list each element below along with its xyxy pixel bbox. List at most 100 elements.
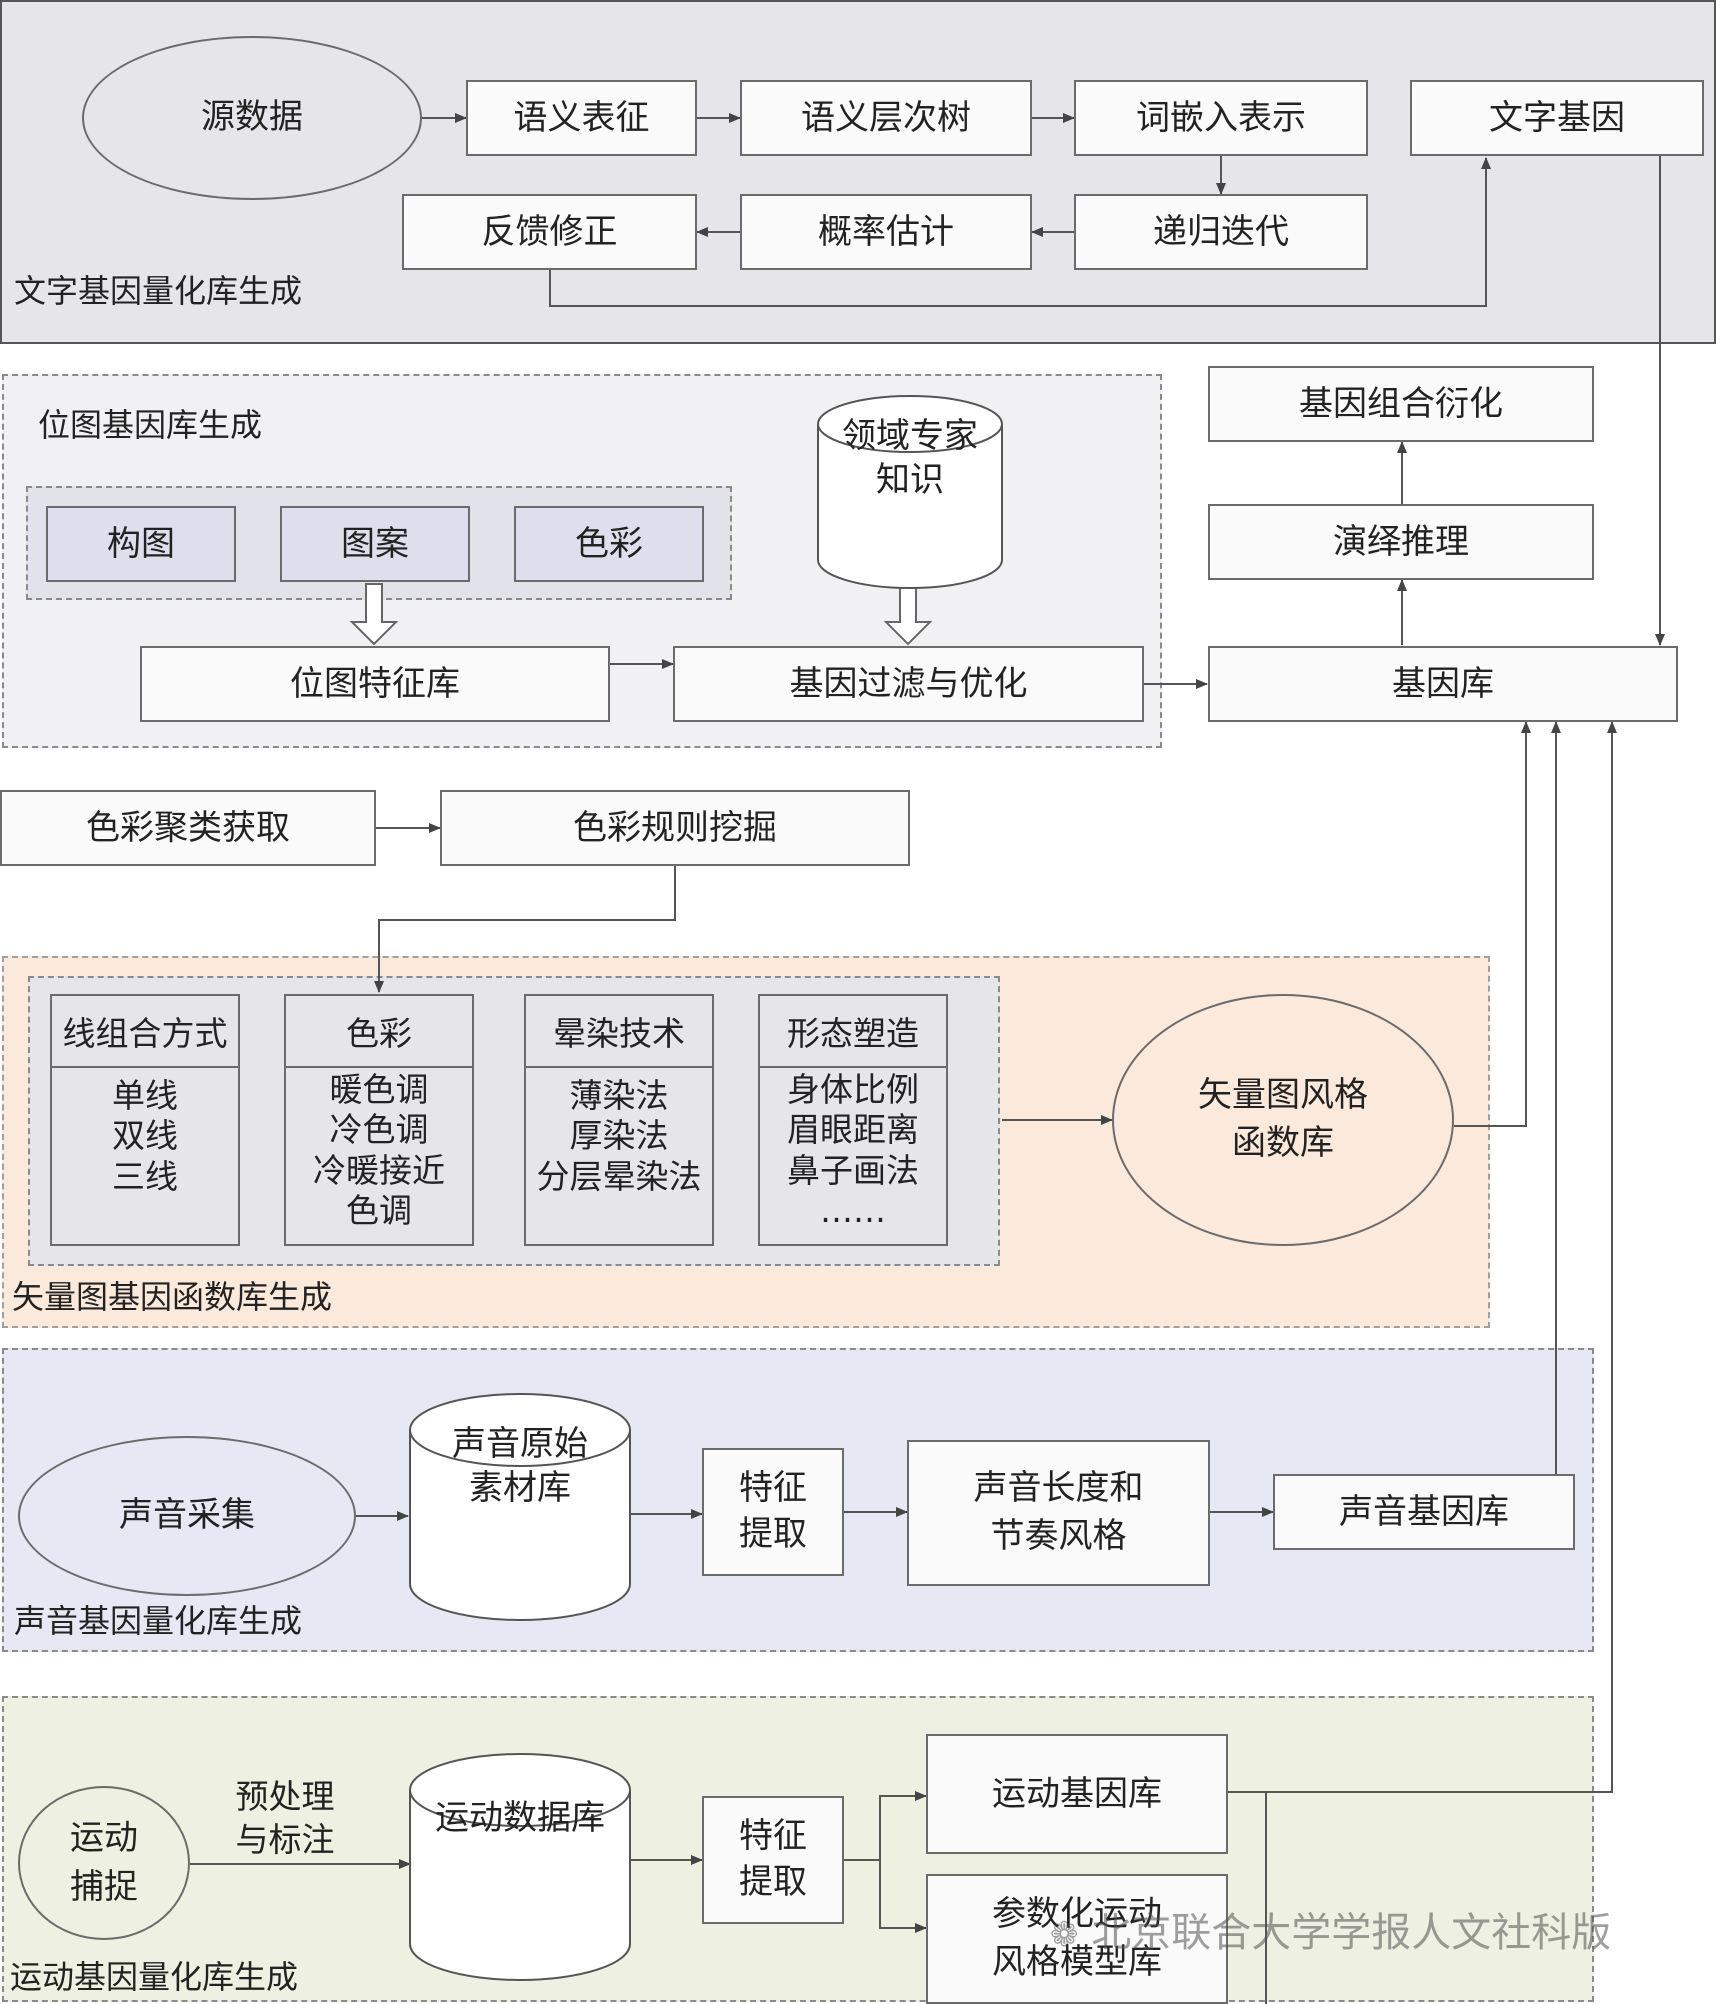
sound-rhythm-box: 声音长度和 节奏风格	[907, 1440, 1210, 1586]
arrow-motion-lib-to-gene-lib	[1228, 721, 1617, 1793]
sound-gene-lib-box: 声音基因库	[1273, 1474, 1575, 1550]
card-item: 色调	[346, 1190, 412, 1230]
expert-knowledge-cylinder	[817, 395, 1003, 589]
text-gene-box: 文字基因	[1410, 80, 1704, 156]
gene-lib-box: 基因库	[1208, 646, 1678, 722]
watermark: ❁ 北京联合大学学报人文社科版	[1050, 1900, 1611, 1958]
param-style-lib-line2: 风格模型库	[992, 1942, 1162, 1982]
motion-capture-line2: 捕捉	[70, 1867, 138, 1907]
motion-db-text: 运动数据库	[435, 1798, 605, 1838]
gene-combination-label: 基因组合衍化	[1299, 383, 1503, 424]
word-embedding-box: 词嵌入表示	[1074, 80, 1368, 156]
sound-gene-lib-label: 声音基因库	[1339, 1491, 1509, 1532]
card-item: 冷色调	[329, 1110, 429, 1150]
motion-gene-lib-box: 运动基因库	[926, 1734, 1228, 1854]
bitmap-feature-lib-box: 位图特征库	[140, 646, 610, 722]
color-box: 色彩	[514, 506, 704, 582]
arrow-mining-to-vector-color	[374, 866, 676, 993]
hollow-arrow-expert-to-filter	[883, 583, 933, 646]
color-cluster-label: 色彩聚类获取	[86, 807, 290, 848]
color-mining-box: 色彩规则挖掘	[440, 790, 910, 866]
motion-preprocess-label: 预处理 与标注	[210, 1776, 360, 1862]
arrow-feature-to-motion-lib	[844, 1791, 927, 1861]
sound-feature-line1: 特征	[739, 1468, 807, 1509]
text-gene-label: 文字基因	[1489, 97, 1625, 138]
card-item: 厚染法	[569, 1116, 669, 1156]
motion-preprocess-line2: 与标注	[235, 1819, 335, 1859]
vector-section-label: 矢量图基因函数库生成	[12, 1278, 333, 1316]
pattern-box: 图案	[280, 506, 470, 582]
sound-feature-box: 特征 提取	[702, 1448, 844, 1576]
vector-card-form: 形态塑造 身体比例 眉眼距离 鼻子画法 ……	[758, 994, 948, 1246]
motion-capture-ellipse: 运动 捕捉	[18, 1786, 190, 1940]
expert-knowledge-line2: 知识	[876, 460, 944, 501]
vector-style-lib-line2: 函数库	[1232, 1123, 1334, 1163]
card-title: 色彩	[286, 996, 472, 1068]
prob-estimate-box: 概率估计	[740, 194, 1032, 270]
arrow-style-lib-to-gene-lib	[1454, 721, 1531, 1127]
param-style-lib-line1: 参数化运动	[992, 1894, 1162, 1935]
motion-section-label: 运动基因量化库生成	[10, 1958, 299, 1996]
sound-raw-line2: 素材库	[469, 1468, 571, 1509]
vector-card-color: 色彩 暖色调 冷色调 冷暖接近 色调	[284, 994, 474, 1246]
semantic-tree-box: 语义层次树	[740, 80, 1032, 156]
card-item: 薄染法	[569, 1076, 669, 1115]
recursive-iter-label: 递归迭代	[1153, 211, 1289, 252]
source-data-ellipse: 源数据	[82, 36, 422, 200]
watermark-logo-icon: ❁	[1050, 1915, 1079, 1955]
motion-db-cylinder	[409, 1753, 631, 1981]
card-item: 暖色调	[329, 1070, 429, 1109]
word-embedding-label: 词嵌入表示	[1136, 97, 1306, 138]
feedback-label: 反馈修正	[481, 211, 618, 252]
motion-db-label: 运动数据库	[410, 1796, 630, 1840]
pattern-label: 图案	[341, 523, 409, 564]
motion-feature-line1: 特征	[739, 1816, 807, 1857]
sound-raw-cylinder	[409, 1393, 631, 1621]
card-item: ……	[820, 1190, 886, 1230]
semantic-tree-label: 语义层次树	[801, 97, 971, 138]
card-item: 鼻子画法	[787, 1150, 919, 1190]
bitmap-feature-lib-label: 位图特征库	[290, 663, 460, 704]
arrow-feature-to-param-lib	[879, 1860, 927, 1933]
card-item: 冷暖接近	[313, 1150, 445, 1190]
composition-label: 构图	[107, 523, 175, 564]
semantic-repr-box: 语义表征	[466, 80, 697, 156]
sound-collect-ellipse: 声音采集	[18, 1436, 356, 1596]
recursive-iter-box: 递归迭代	[1074, 194, 1368, 270]
card-title: 线组合方式	[52, 996, 238, 1068]
composition-box: 构图	[46, 506, 236, 582]
card-item: 分层晕染法	[536, 1156, 702, 1196]
expert-knowledge-label: 领域专家 知识	[818, 414, 1002, 502]
sound-section-label: 声音基因量化库生成	[14, 1602, 303, 1640]
card-item: 眉眼距离	[787, 1110, 919, 1150]
gene-combination-box: 基因组合衍化	[1208, 366, 1594, 442]
card-item: 身体比例	[787, 1070, 919, 1109]
deduction-box: 演绎推理	[1208, 504, 1594, 580]
feedback-box: 反馈修正	[402, 194, 697, 270]
source-data-label: 源数据	[201, 97, 303, 138]
color-cluster-box: 色彩聚类获取	[0, 790, 376, 866]
sound-rhythm-line1: 声音长度和	[973, 1468, 1144, 1509]
sound-raw-line1: 声音原始	[452, 1424, 588, 1464]
param-style-lib-box: 参数化运动 风格模型库	[926, 1874, 1228, 2004]
color-mining-label: 色彩规则挖掘	[573, 807, 777, 848]
motion-feature-line2: 提取	[739, 1862, 807, 1902]
motion-gene-lib-label: 运动基因库	[992, 1773, 1162, 1814]
motion-capture-line1: 运动	[70, 1817, 138, 1858]
vector-card-line-combination: 线组合方式 单线 双线 三线	[50, 994, 240, 1246]
motion-feature-box: 特征 提取	[702, 1796, 844, 1924]
card-item: 三线	[112, 1156, 178, 1196]
semantic-repr-label: 语义表征	[513, 97, 650, 138]
color-label: 色彩	[575, 523, 643, 564]
arrow-feedback-to-text-gene	[549, 157, 1491, 307]
vector-card-shading: 晕染技术 薄染法 厚染法 分层晕染法	[524, 994, 714, 1246]
card-title: 晕染技术	[526, 996, 712, 1068]
vector-style-lib-ellipse: 矢量图风格 函数库	[1112, 994, 1454, 1246]
vector-style-lib-line1: 矢量图风格	[1198, 1075, 1368, 1116]
hollow-arrow-attrs-to-feature	[349, 583, 399, 646]
gene-filter-label: 基因过滤与优化	[789, 663, 1028, 704]
sound-rhythm-line2: 节奏风格	[990, 1516, 1127, 1556]
card-item: 单线	[112, 1076, 178, 1115]
card-item: 双线	[112, 1116, 178, 1156]
